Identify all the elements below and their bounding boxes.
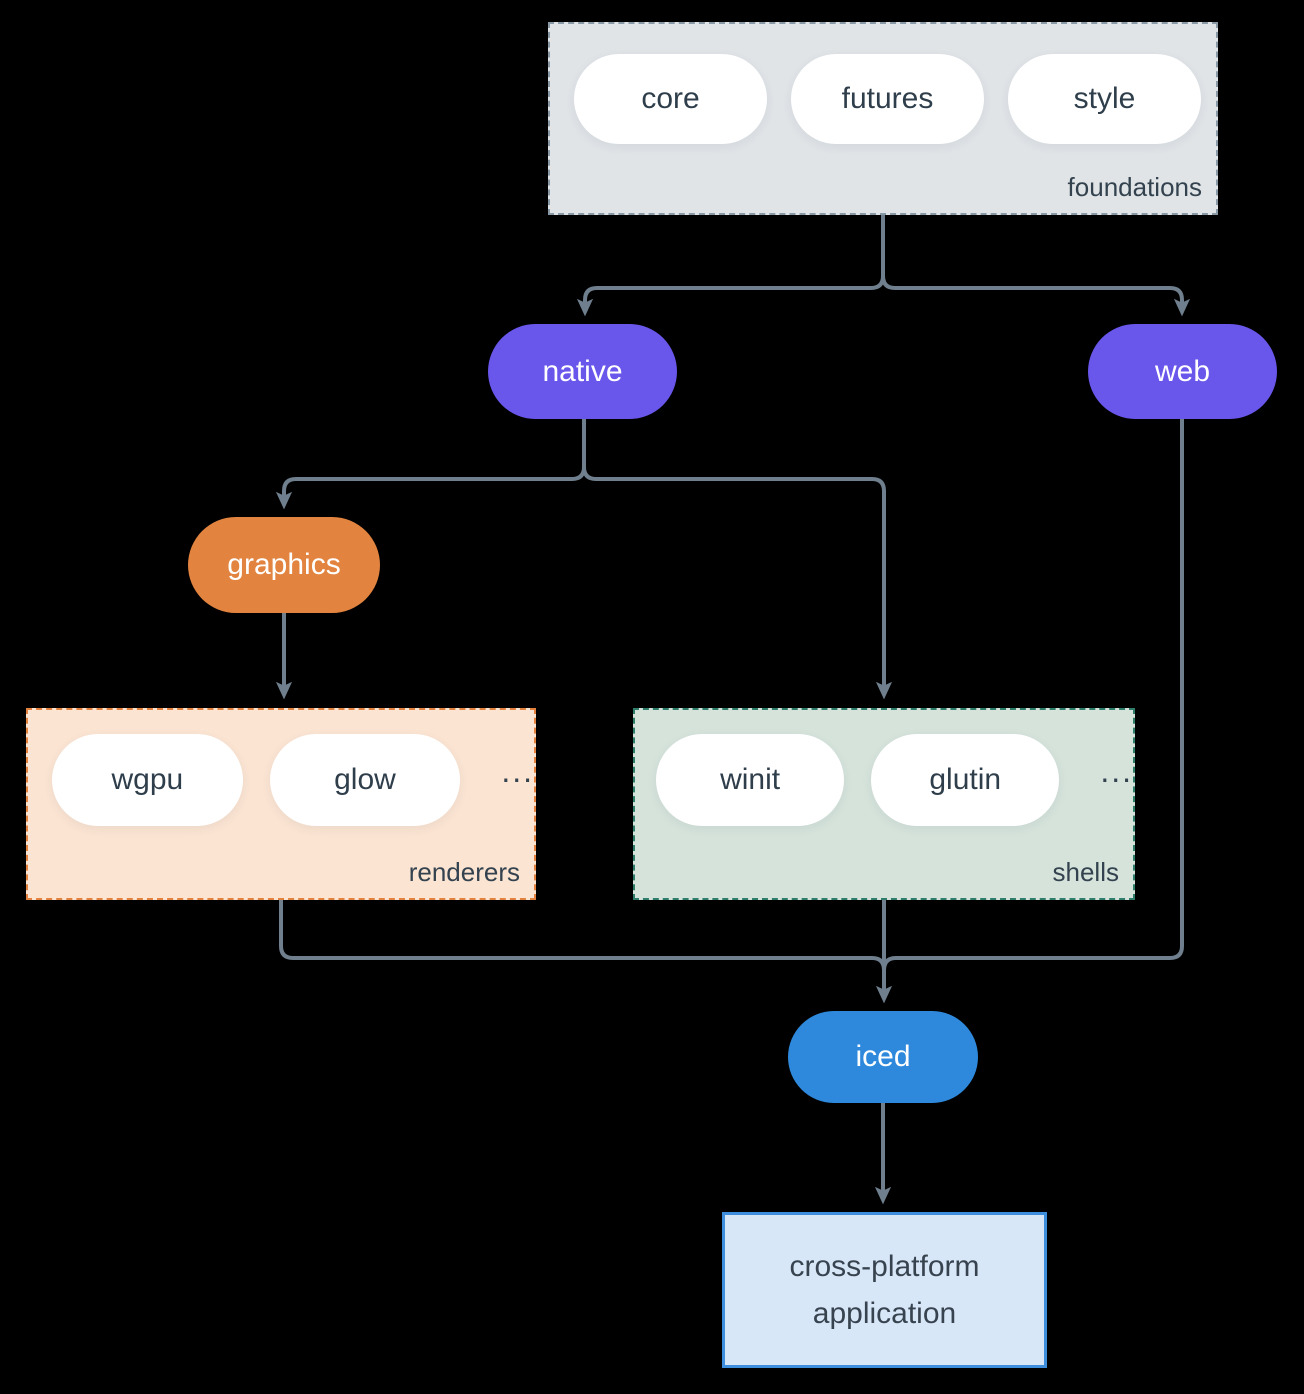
node-winit: winit <box>656 734 845 826</box>
node-native: native <box>488 324 677 419</box>
renderers-pill-row: wgpu glow ... <box>28 710 534 826</box>
node-wgpu: wgpu <box>52 734 243 826</box>
node-core: core <box>574 54 767 144</box>
node-cross-platform-application: cross-platform application <box>722 1212 1047 1368</box>
group-label-foundations: foundations <box>1067 172 1202 202</box>
edge-native-graphics <box>275 466 586 510</box>
application-label-line2: application <box>812 1297 957 1330</box>
group-label-shells: shells <box>1052 857 1119 887</box>
edge-renderers-merge <box>279 900 886 971</box>
node-glow: glow <box>269 734 461 826</box>
edge-foundations-native <box>576 275 885 317</box>
renderers-ellipsis: ... <box>501 752 534 789</box>
group-shells: winit glutin ... shells <box>633 708 1135 900</box>
node-iced: iced <box>788 1011 978 1103</box>
node-graphics: graphics <box>188 517 380 613</box>
node-style: style <box>1008 54 1201 144</box>
shells-ellipsis: ... <box>1100 752 1133 789</box>
node-glutin: glutin <box>871 734 1060 826</box>
edge-foundations-web <box>881 275 1191 317</box>
group-renderers: wgpu glow ... renderers <box>26 708 536 900</box>
application-label-line1: cross-platform <box>789 1250 980 1283</box>
group-label-renderers: renderers <box>408 857 520 887</box>
group-foundations: core futures style foundations <box>548 22 1218 215</box>
shells-pill-row: winit glutin ... <box>635 710 1133 826</box>
node-futures: futures <box>791 54 984 144</box>
edge-native-shells <box>582 466 893 700</box>
node-web: web <box>1088 324 1277 419</box>
foundations-pill-row: core futures style <box>550 24 1216 144</box>
